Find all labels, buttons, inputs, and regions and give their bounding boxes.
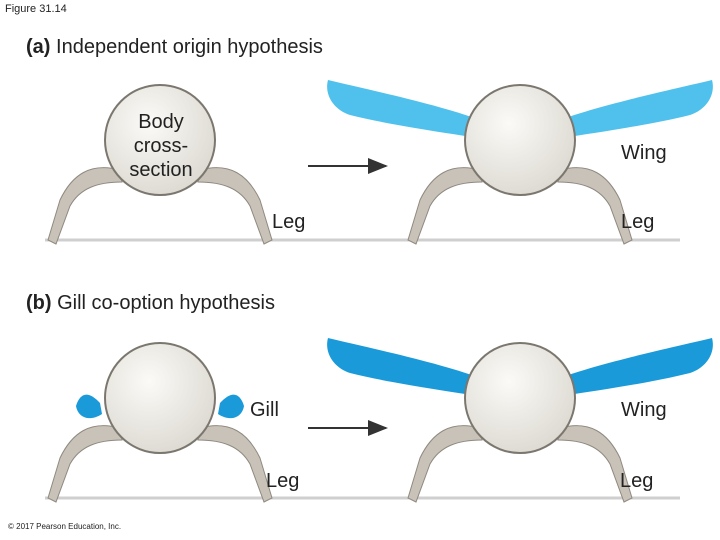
gill-left: [76, 394, 102, 419]
organism-b-left: [47, 342, 273, 503]
organism-a-left: [47, 84, 273, 245]
organism-a-right: [327, 80, 713, 245]
wing-left-b: [327, 338, 480, 396]
panel-b-letter: (b): [26, 292, 52, 314]
panel-b-title: (b) Gill co-option hypothesis: [26, 292, 275, 315]
panel-a-letter: (a): [26, 36, 51, 58]
body-cross-section-label: Body cross- section: [129, 111, 193, 181]
leg-label-a-left: Leg: [272, 211, 306, 233]
panel-b-title-text: Gill co-option hypothesis: [57, 292, 275, 314]
wing-label-b: Wing: [621, 399, 667, 421]
leg-label-b-left: Leg: [266, 470, 300, 492]
figure-label: Figure 31.14: [5, 3, 67, 15]
leg-label-b-right: Leg: [620, 470, 654, 492]
wing-right-a: [560, 80, 713, 138]
wing-label-a: Wing: [621, 142, 667, 164]
organism-b-right: [327, 338, 713, 503]
panel-a-title-text: Independent origin hypothesis: [56, 36, 323, 58]
panel-a-title: (a) Independent origin hypothesis: [26, 36, 323, 59]
wing-right-b: [560, 338, 713, 396]
gill-label: Gill: [250, 399, 279, 421]
wing-left-a: [327, 80, 480, 138]
leg-label-a-right: Leg: [621, 211, 655, 233]
gill-right: [218, 394, 244, 419]
copyright-notice: © 2017 Pearson Education, Inc.: [8, 522, 122, 531]
